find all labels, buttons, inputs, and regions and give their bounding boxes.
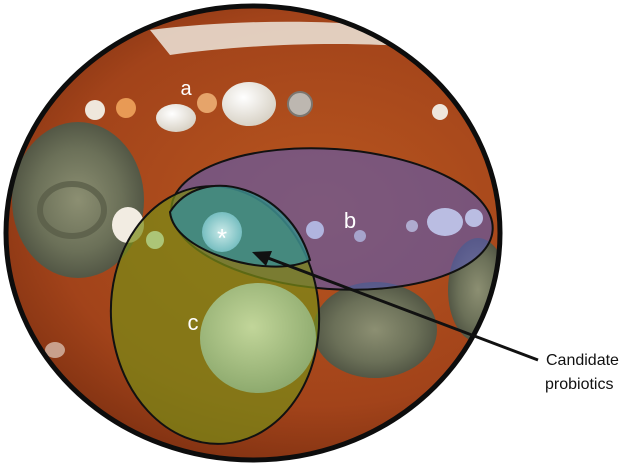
label-star: * <box>217 223 227 253</box>
colony-a1 <box>85 100 105 120</box>
colony-a6 <box>288 92 312 116</box>
colony-a3 <box>156 104 196 132</box>
colony-a5 <box>222 82 276 126</box>
colony-b5 <box>406 220 418 232</box>
colony-b1 <box>306 221 324 239</box>
colony-c-large <box>200 283 316 393</box>
colony-a4 <box>197 93 217 113</box>
label-c: c <box>188 310 199 335</box>
mold-colony-lower-right <box>313 282 437 378</box>
callout-line-2: probiotics <box>545 376 613 393</box>
colony-b3 <box>427 208 463 236</box>
colony-c-small <box>146 231 164 249</box>
label-a: a <box>180 78 192 100</box>
callout-line-1: Candidate <box>546 352 619 369</box>
label-b: b <box>344 208 356 233</box>
colony-a7 <box>432 104 448 120</box>
colony-a2 <box>116 98 136 118</box>
colony-b4 <box>465 209 483 227</box>
